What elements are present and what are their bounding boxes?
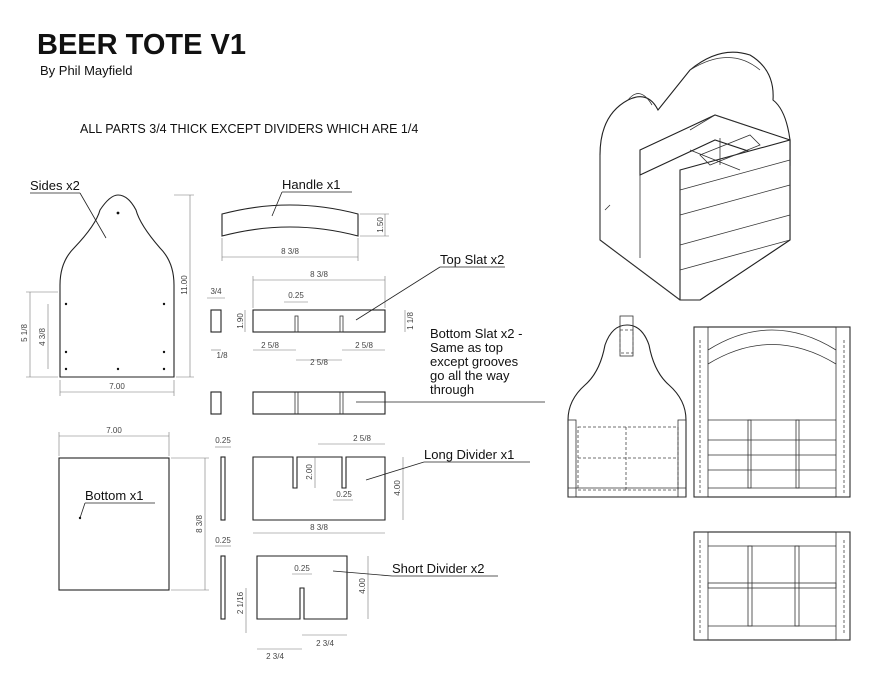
dim-long-divider-offset: 2 5/8 [353,434,371,443]
dim-slat-height: 1.90 [236,313,245,329]
side-panel-drawing: 11.00 7.00 5 1/8 4 3/8 [20,194,194,396]
callout-bottom: Bottom x1 [85,488,144,503]
callout-short-divider: Short Divider x2 [392,561,484,576]
material-note: ALL PARTS 3/4 THICK EXCEPT DIVIDERS WHIC… [80,122,418,136]
dim-handle-height: 1.50 [376,217,385,233]
handle-outline [221,204,359,237]
top-slat-outline [252,309,386,333]
dim-slat-groove-width: 0.25 [288,291,304,300]
dim-bottom-width: 7.00 [106,426,122,435]
dim-sides-inner-b: 4 3/8 [38,328,47,346]
dim-slat-thickness: 3/4 [210,287,222,296]
short-divider-outline [256,555,348,620]
callout-bottom-slat-line-1: Bottom Slat x2 - [430,326,522,341]
dim-sides-inner-a: 5 1/8 [20,324,29,342]
dim-short-divider-left: 2 3/4 [266,652,284,661]
top-plan-view [693,531,851,641]
dim-sides-width: 7.00 [109,382,125,391]
short-divider-drawing: 0.25 0.25 4.00 2 1/16 2 3/4 2 3/4 [215,536,369,661]
callout-bottom-slat-line-5: through [430,382,474,397]
bottom-slat-drawing [210,391,386,415]
dim-long-divider-height: 4.00 [393,480,402,496]
top-slat-drawing: 8 3/8 3/4 1.90 0.25 1 1/8 2 5/8 2 5/8 2 … [207,270,415,367]
handle-hole [116,211,120,215]
isometric-assembly-view [599,51,791,301]
short-divider-end-view [220,555,226,620]
long-divider-outline [252,456,386,521]
callout-sides: Sides x2 [30,178,80,193]
dim-long-divider-length: 8 3/8 [310,523,328,532]
callout-bottom-slat-line-3: except grooves [430,354,519,369]
dim-slat-end-left: 2 5/8 [261,341,279,350]
bottom-slat-end-view [210,391,222,415]
bottom-slat-outline [252,391,386,415]
callout-bottom-slat-line-2: Same as top [430,340,503,355]
dim-short-divider-right: 2 3/4 [316,639,334,648]
dim-short-divider-thickness: 0.25 [215,536,231,545]
drawing-author: By Phil Mayfield [40,63,132,78]
dim-slat-end-right: 2 5/8 [355,341,373,350]
dim-long-divider-slot-depth: 2.00 [305,464,314,480]
bottom-panel-drawing: 7.00 8 3/8 [58,426,209,591]
handle-drawing: 8 3/8 1.50 [221,204,389,261]
dim-short-divider-slot-width: 0.25 [294,564,310,573]
callout-handle: Handle x1 [282,177,341,192]
top-slat-end-view [210,309,222,333]
dim-bottom-length: 8 3/8 [195,515,204,533]
dim-long-divider-slot-width: 0.25 [336,490,352,499]
callout-long-divider: Long Divider x1 [424,447,514,462]
side-panel-outline [59,194,175,378]
bottom-panel-outline [58,457,170,591]
dim-slat-groove-depth: 1 1/8 [406,312,415,330]
long-divider-end-view [220,456,226,521]
dim-sides-height: 11.00 [180,275,189,295]
dim-short-divider-slot-depth: 2 1/16 [236,591,245,614]
dim-slat-length: 8 3/8 [310,270,328,279]
dim-short-divider-height: 4.00 [358,578,367,594]
drawing-title: BEER TOTE V1 [37,29,246,61]
dim-handle-length: 8 3/8 [281,247,299,256]
callout-top-slat: Top Slat x2 [440,252,504,267]
callout-bottom-slat-line-4: go all the way [430,368,510,383]
dim-divider-thickness: 0.25 [215,436,231,445]
dim-slat-small: 1/8 [216,351,228,360]
dim-slat-middle: 2 5/8 [310,358,328,367]
long-divider-drawing: 0.25 2 5/8 2.00 0.25 4.00 8 3/8 [215,434,404,534]
front-elevation-view [693,326,851,498]
side-elevation-view [567,315,687,498]
